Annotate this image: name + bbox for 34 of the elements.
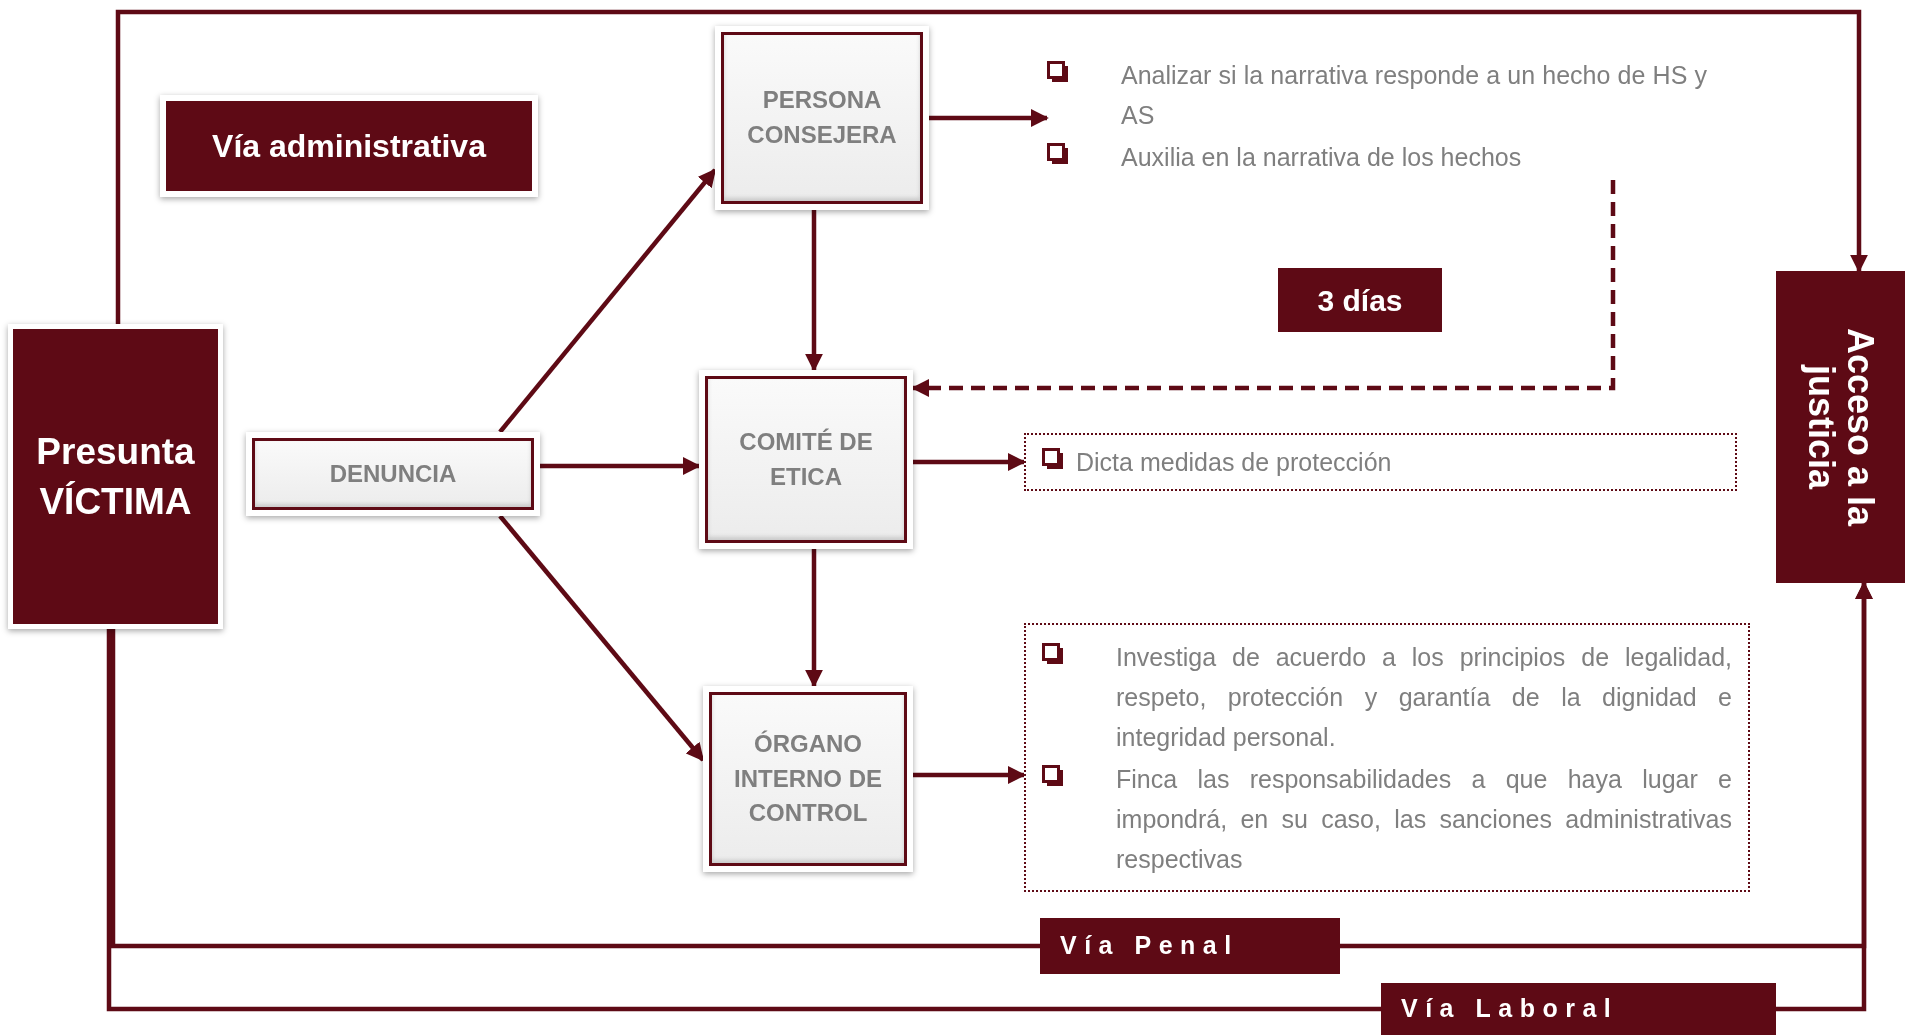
box-label: DENUNCIA	[329, 458, 457, 489]
process-box	[703, 686, 913, 872]
tag-label: Vía Penal	[1060, 930, 1239, 962]
edge-label: 3 días	[1278, 268, 1442, 332]
box-label: Presunta VÍCTIMA	[35, 429, 196, 524]
arrow	[115, 9, 1868, 324]
box-label: Acceso a la justicia	[1800, 326, 1881, 529]
bullet-text: Investiga de acuerdo a los principios de legalidad, respeto, protección y garantía de la dignidad e integridad personal.	[1116, 641, 1732, 753]
arrow	[805, 549, 823, 688]
path-tag	[1381, 983, 1776, 1035]
process-box	[699, 370, 913, 549]
arrow	[1776, 581, 1873, 1012]
arrow	[805, 210, 823, 372]
tag-label: Vía Laboral	[1401, 993, 1619, 1025]
bullet-text: Finca las responsabilidades a que haya lugar e impondrá, en su caso, las sanciones administrativas respectivas	[1116, 763, 1732, 875]
bullet-text: Auxilia en la narrativa de los hechos	[1121, 142, 1522, 173]
process-box	[715, 26, 929, 210]
arrow	[913, 453, 1026, 471]
path-tag	[1040, 918, 1340, 974]
process-box	[246, 432, 540, 516]
box-label: PERSONA CONSEJERA	[746, 85, 898, 150]
box-label: COMITÉ DE ETICA	[738, 426, 874, 492]
arrow	[913, 766, 1026, 784]
box-label: ÓRGANO INTERNO DE CONTROL	[733, 728, 883, 829]
note-box	[1024, 433, 1737, 491]
bullet-text: Dicta medidas de protección	[1076, 447, 1392, 478]
bullet-text: Analizar si la narrativa responde a un hecho de HS y AS	[1121, 60, 1707, 131]
box-label: Vía administrativa	[212, 127, 486, 166]
result-box	[1776, 271, 1905, 583]
arrow	[929, 109, 1049, 127]
note-box	[1024, 623, 1750, 892]
arrow	[498, 168, 717, 434]
arrow	[498, 514, 705, 762]
arrow	[540, 457, 701, 475]
